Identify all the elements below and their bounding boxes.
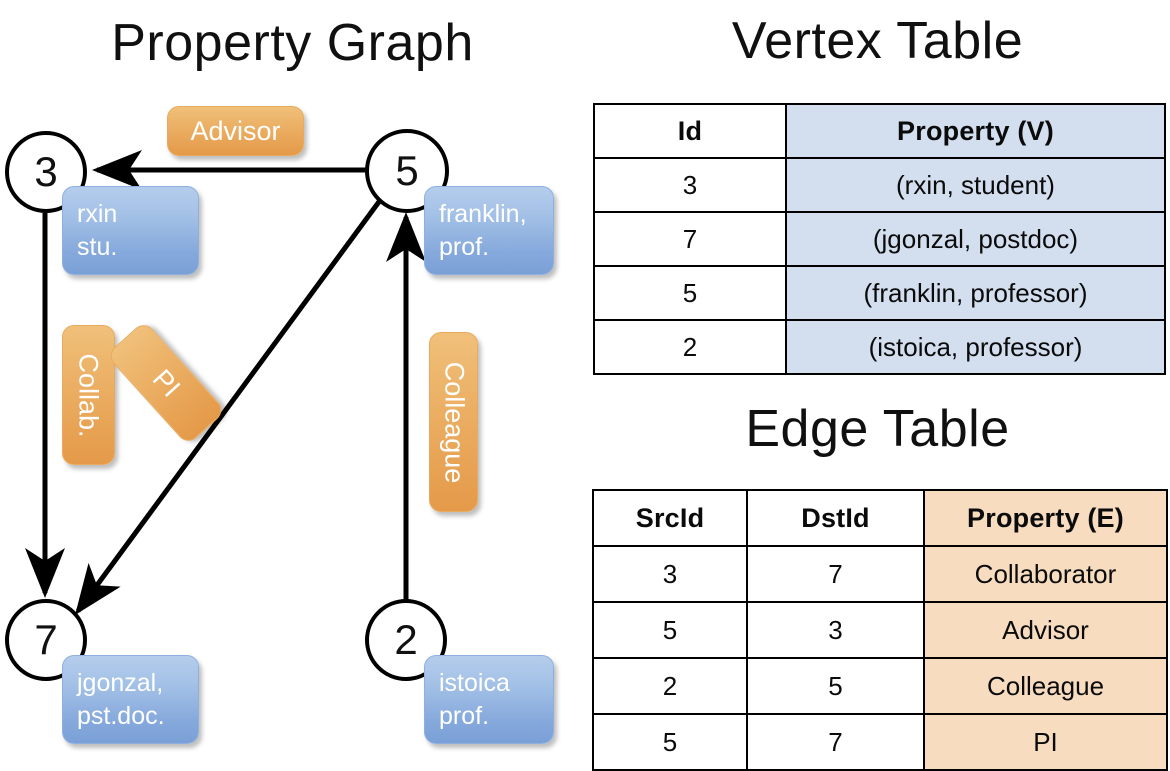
vertex-cell-id: 3 (593, 157, 787, 213)
edge-pi-5-to-7 (75, 197, 384, 616)
edge-table-header-dstid: DstId (746, 489, 925, 547)
edge-table: SrcId DstId Property (E) 3 7 Collaborato… (592, 489, 1168, 771)
graph-node-2[interactable]: 2 (365, 599, 447, 681)
edge-table-header-row: SrcId DstId Property (E) (592, 489, 1168, 547)
edge-cell-dstid: 7 (746, 713, 925, 771)
vertex-cell-property: (istoica, professor) (785, 319, 1166, 375)
edge-label-collab: Collab. (62, 325, 115, 465)
vertex-table-header-id: Id (593, 103, 787, 159)
node-property-line-1: jgonzal, (77, 668, 164, 697)
edge-label-colleague: Colleague (429, 332, 478, 512)
node-property-line-1: rxin (77, 199, 118, 228)
page-title-vertex-table: Vertex Table (731, 12, 1024, 70)
table-row: 2 (istoica, professor) (593, 319, 1166, 375)
edge-cell-srcid: 3 (592, 545, 748, 603)
table-row: 2 5 Colleague (592, 657, 1168, 715)
edge-label-advisor: Advisor (167, 106, 304, 156)
node-property-box-jgonzal: jgonzal, pst.doc. (62, 655, 199, 744)
edge-cell-srcid: 5 (592, 601, 748, 659)
edge-cell-property: Collaborator (923, 545, 1168, 603)
node-property-line-2: prof. (439, 232, 490, 261)
graph-node-5[interactable]: 5 (365, 129, 449, 213)
table-row: 5 (franklin, professor) (593, 265, 1166, 321)
vertex-table-header-row: Id Property (V) (593, 103, 1166, 159)
vertex-cell-id: 5 (593, 265, 787, 321)
edge-cell-property: Advisor (923, 601, 1168, 659)
node-property-line-2: stu. (77, 232, 118, 261)
vertex-cell-id: 2 (593, 319, 787, 375)
edge-cell-property: PI (923, 713, 1168, 771)
edge-cell-dstid: 5 (746, 657, 925, 715)
node-property-box-franklin: franklin, prof. (424, 186, 554, 275)
edge-cell-property: Colleague (923, 657, 1168, 715)
vertex-table: Id Property (V) 3 (rxin, student) 7 (jgo… (593, 103, 1166, 375)
node-property-box-istoica: istoica prof. (424, 655, 554, 744)
edge-cell-srcid: 5 (592, 713, 748, 771)
vertex-table-header-property: Property (V) (785, 103, 1166, 159)
edge-cell-dstid: 3 (746, 601, 925, 659)
page-title-property-graph: Property Graph (111, 14, 474, 72)
table-row: 3 (rxin, student) (593, 157, 1166, 213)
edge-cell-dstid: 7 (746, 545, 925, 603)
edge-label-colleague-text: Colleague (439, 361, 469, 483)
edge-label-pi-text: PI (146, 363, 187, 403)
node-property-line-2: pst.doc. (77, 701, 165, 730)
table-row: 7 (jgonzal, postdoc) (593, 211, 1166, 267)
property-graph-panel: Property Graph 3 5 7 2 rxin stu. frankli… (0, 0, 585, 760)
edge-cell-srcid: 2 (592, 657, 748, 715)
table-row: 5 7 PI (592, 713, 1168, 771)
edge-label-collab-text: Collab. (74, 352, 105, 438)
vertex-cell-property: (rxin, student) (785, 157, 1166, 213)
edge-label-advisor-text: Advisor (190, 115, 281, 146)
vertex-cell-property: (franklin, professor) (785, 265, 1166, 321)
edge-table-header-srcid: SrcId (592, 489, 748, 547)
table-row: 5 3 Advisor (592, 601, 1168, 659)
node-property-line-2: prof. (439, 701, 490, 730)
edge-table-header-property: Property (E) (923, 489, 1168, 547)
node-property-line-1: istoica (439, 668, 510, 697)
node-property-line-1: franklin, (439, 199, 527, 228)
table-row: 3 7 Collaborator (592, 545, 1168, 603)
graph-edges-layer (25, 150, 426, 616)
vertex-cell-property: (jgonzal, postdoc) (785, 211, 1166, 267)
node-property-box-rxin: rxin stu. (62, 186, 199, 275)
page-title-edge-table: Edge Table (745, 400, 1010, 458)
vertex-cell-id: 7 (593, 211, 787, 267)
